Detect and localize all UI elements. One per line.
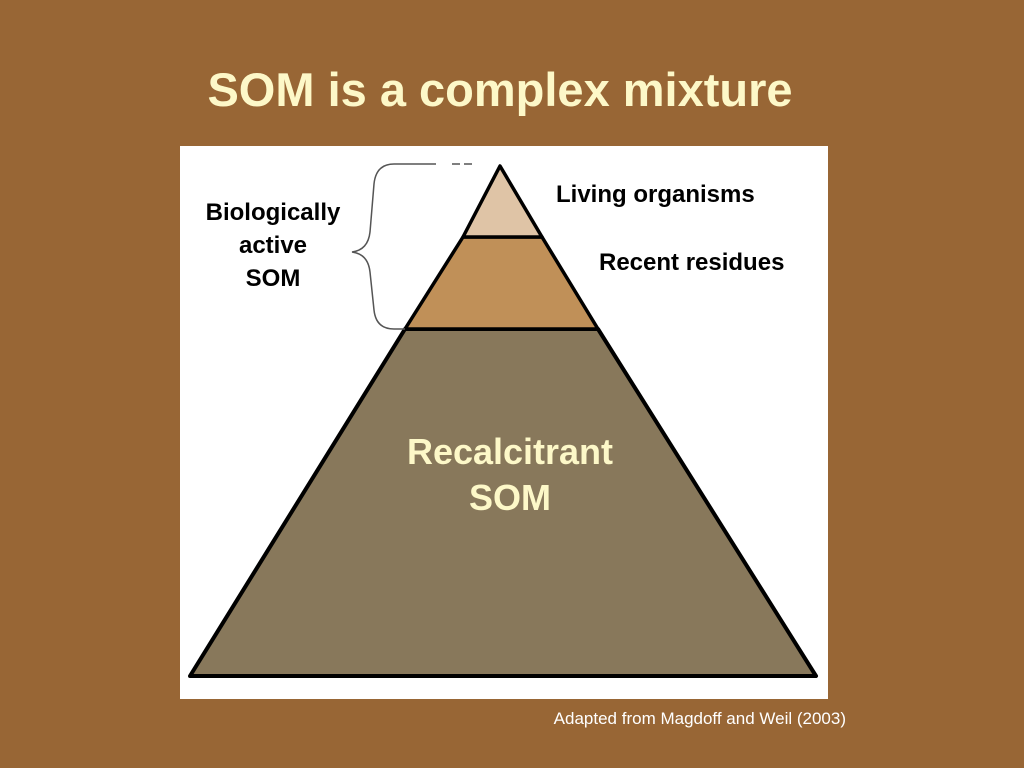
- slide-title: SOM is a complex mixture: [207, 63, 793, 116]
- pyramid-diagram: Biologically active SOM Living organisms…: [180, 146, 828, 699]
- pyramid-layer-recent-residues: [403, 235, 600, 331]
- curly-brace: [351, 163, 485, 330]
- pyramid-layer-living-organisms: [461, 164, 544, 239]
- living-organisms-label: Living organisms: [556, 181, 755, 208]
- recent-residues-label: Recent residues: [599, 249, 785, 276]
- source-citation: Adapted from Magdoff and Weil (2003): [553, 709, 846, 728]
- pyramid-graphic: [188, 162, 818, 678]
- recalcitrant-som-label: Recalcitrant SOM: [406, 431, 614, 518]
- biologically-active-som-label: Biologically active SOM: [205, 199, 341, 292]
